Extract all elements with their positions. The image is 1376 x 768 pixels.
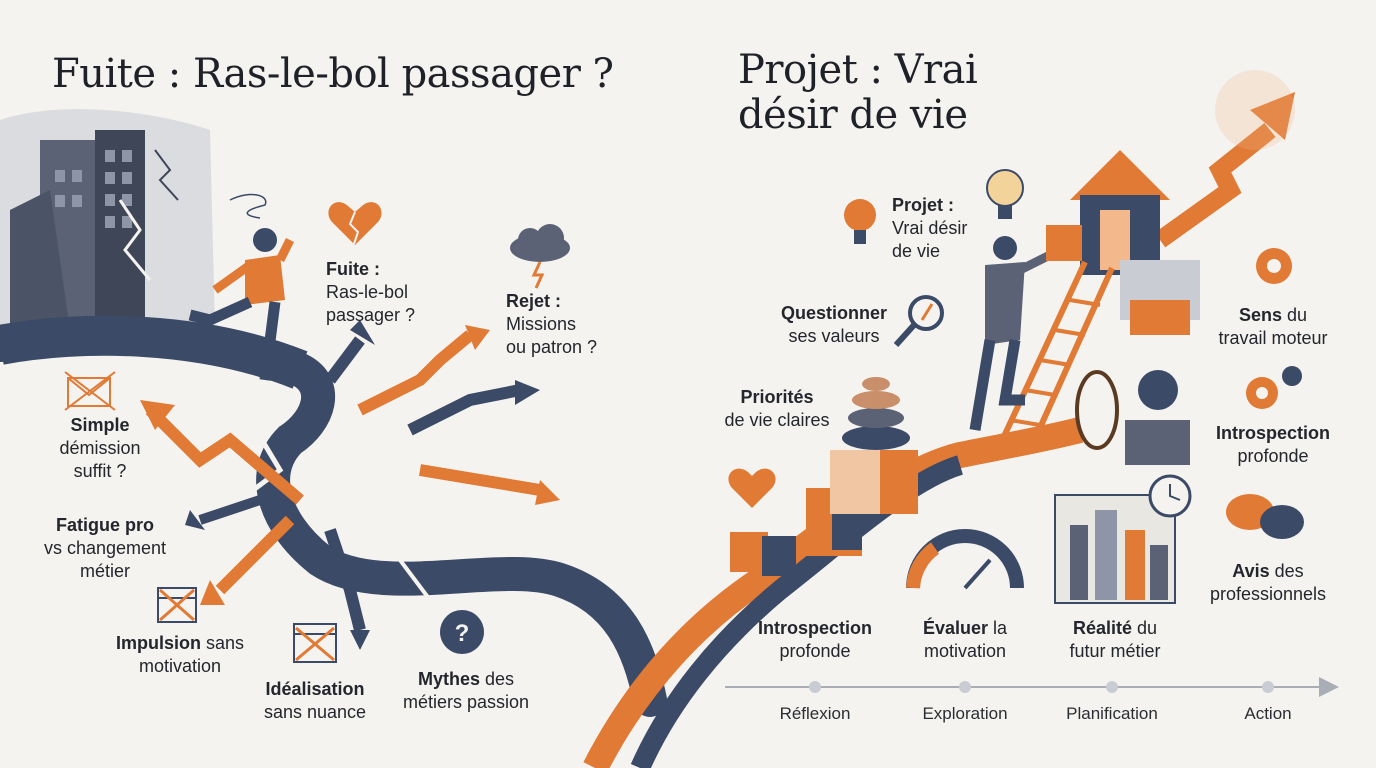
label-idealisation: Idéalisation sans nuance <box>240 678 390 724</box>
crossed-envelope-icon <box>64 371 116 411</box>
right-title: Projet : Vrai désir de vie <box>738 47 978 138</box>
house-goal <box>1070 150 1200 335</box>
timeline-axis <box>725 677 1339 697</box>
label-introspection-right-line2: profonde <box>1237 446 1309 467</box>
gauge-icon <box>906 529 1024 590</box>
growth-arrow <box>1154 70 1295 248</box>
right-title-line1: Projet : Vrai <box>738 47 978 93</box>
reflecting-woman <box>1075 370 1190 465</box>
label-projet: Projet : Vrai désir de vie <box>892 194 967 263</box>
timeline-exploration: Exploration <box>922 704 1008 723</box>
magnifier-compass-icon <box>893 295 944 348</box>
label-simple-bold: Simple <box>70 415 130 435</box>
label-priorites-line2: de vie claires <box>724 410 830 431</box>
label-realite-line2: futur métier <box>1069 641 1161 662</box>
label-simple: Simple démission suffit ? <box>30 414 170 483</box>
label-rejet-bold: Rejet : <box>506 291 562 311</box>
label-introspection-right: Introspection profonde <box>1206 422 1340 468</box>
label-evaluer: Évaluer la motivation <box>900 617 1030 663</box>
label-introspection-bottom-line2: profonde <box>779 641 851 662</box>
label-avis: Avis des professionnels <box>1200 560 1336 606</box>
label-priorites: Priorités de vie claires <box>712 386 842 432</box>
timeline-planification: Planification <box>1066 704 1158 723</box>
timeline-reflexion: Réflexion <box>779 704 851 723</box>
chaotic-arrows <box>140 320 560 650</box>
label-evaluer-bold: Évaluer <box>922 618 989 638</box>
label-introspection-right-bold: Introspection <box>1215 423 1330 443</box>
broken-path <box>0 315 667 717</box>
label-fuite-line2: Ras-le-bol <box>326 282 409 303</box>
label-avis-rest: des <box>1269 561 1304 581</box>
label-fatigue-bold: Fatigue pro <box>56 515 154 535</box>
gears-icon <box>1246 366 1302 409</box>
crossed-calendar-icon <box>157 587 197 623</box>
label-evaluer-line2: motivation <box>923 641 1007 662</box>
label-questionner-line2: ses valeurs <box>788 326 880 347</box>
label-fatigue-line2: vs changement <box>43 538 167 559</box>
right-title-line2: désir de vie <box>738 91 968 138</box>
ladder-climber <box>969 225 1115 452</box>
left-title: Fuite : Ras-le-bol passager ? <box>52 51 614 97</box>
speech-bubbles-icon <box>1226 494 1304 539</box>
label-avis-line2: professionnels <box>1209 584 1327 605</box>
label-realite: Réalité du futur métier <box>1050 617 1180 663</box>
label-projet-line3: de vie <box>892 241 941 262</box>
label-impulsion-rest: sans <box>200 633 245 653</box>
label-fuite-line3: passager ? <box>326 305 416 326</box>
timeline-action: Action <box>1244 704 1292 723</box>
label-avis-bold: Avis <box>1232 561 1270 581</box>
label-sens: Sens du travail moteur <box>1206 304 1340 350</box>
label-priorites-bold: Priorités <box>740 387 814 407</box>
lightbulb-icon-2 <box>986 169 1024 219</box>
label-rejet: Rejet : Missions ou patron ? <box>506 290 597 359</box>
label-introspection-bottom: Introspection profonde <box>748 617 882 663</box>
heart-icon <box>728 468 776 508</box>
label-questionner-bold: Questionner <box>780 303 887 323</box>
label-mythes-line2: métiers passion <box>402 692 530 713</box>
running-person <box>188 193 295 381</box>
lightbulb-icon <box>844 199 876 244</box>
label-impulsion: Impulsion sans motivation <box>100 632 260 678</box>
label-questionner: Questionner ses valeurs <box>766 302 902 348</box>
svg-text:?: ? <box>455 620 470 647</box>
label-simple-line3: suffit ? <box>73 461 127 482</box>
storm-cloud-icon <box>510 224 570 289</box>
label-fatigue: Fatigue pro vs changement métier <box>30 514 180 583</box>
label-rejet-line2: Missions <box>506 314 577 335</box>
stacked-blocks <box>730 377 918 576</box>
label-realite-rest: du <box>1132 618 1158 638</box>
gear-cycle-icon <box>1256 248 1292 284</box>
label-sens-line2: travail moteur <box>1218 328 1328 349</box>
label-fuite: Fuite : Ras-le-bol passager ? <box>326 258 415 327</box>
label-realite-bold: Réalité <box>1072 618 1132 638</box>
label-simple-line2: démission <box>59 438 141 459</box>
broken-heart-icon <box>328 202 382 245</box>
label-introspection-bottom-bold: Introspection <box>757 618 872 638</box>
label-mythes-rest: des <box>479 669 515 689</box>
label-projet-line2: Vrai désir <box>892 218 968 239</box>
label-sens-rest: du <box>1282 305 1308 325</box>
label-fatigue-line3: métier <box>79 561 130 582</box>
label-impulsion-line2: motivation <box>138 656 222 677</box>
label-rejet-line3: ou patron ? <box>506 337 598 358</box>
crossed-calendar-icon-2 <box>293 623 337 663</box>
city-clock-icon <box>1054 474 1192 604</box>
label-fuite-bold: Fuite : <box>326 259 380 279</box>
label-mythes-bold: Mythes <box>417 669 480 689</box>
label-sens-bold: Sens <box>1238 305 1282 325</box>
question-bubble-icon: ? <box>440 610 484 654</box>
label-idealisation-line2: sans nuance <box>263 702 367 723</box>
collapsing-buildings <box>0 109 215 340</box>
label-idealisation-bold: Idéalisation <box>265 679 365 699</box>
label-projet-bold: Projet : <box>892 195 955 215</box>
label-impulsion-bold: Impulsion <box>115 633 201 653</box>
label-mythes: Mythes des métiers passion <box>392 668 540 714</box>
label-evaluer-rest: la <box>988 618 1008 638</box>
